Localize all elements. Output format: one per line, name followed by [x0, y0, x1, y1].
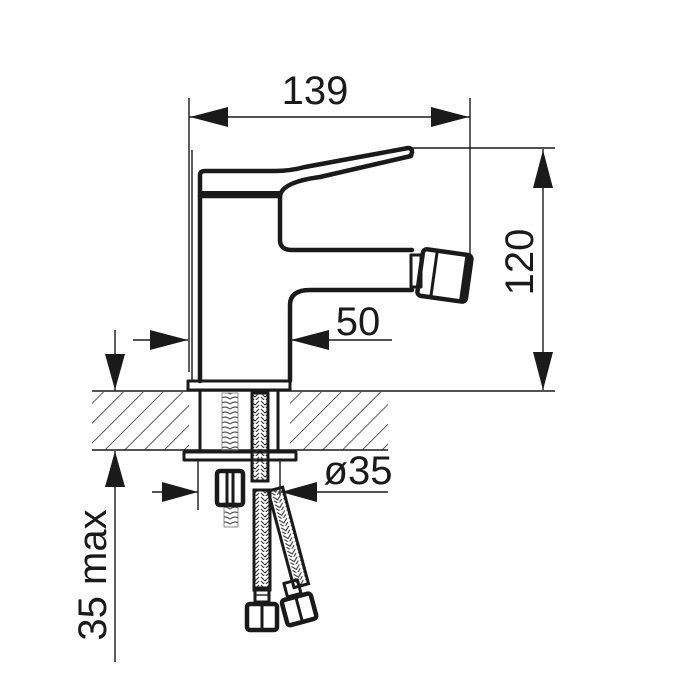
- dimension-counter-thickness: 35 max: [71, 330, 125, 662]
- dimension-height: 120: [498, 149, 553, 390]
- dimension-label-35-max: 35 max: [71, 509, 115, 640]
- countertop-section: [92, 390, 555, 451]
- dimension-label-139: 139: [282, 69, 349, 113]
- dimension-hole-diameter: ø35: [152, 449, 392, 502]
- dimension-label-120: 120: [498, 229, 542, 296]
- mounting-hardware: [182, 391, 298, 528]
- supply-hoses: [244, 391, 319, 633]
- dimension-label-50: 50: [336, 300, 381, 344]
- faucet-body: [186, 145, 555, 392]
- dimension-spout-reach: 50: [133, 300, 392, 380]
- dimension-label-diameter: ø35: [324, 449, 393, 493]
- dimension-overall-width: 139: [188, 69, 471, 372]
